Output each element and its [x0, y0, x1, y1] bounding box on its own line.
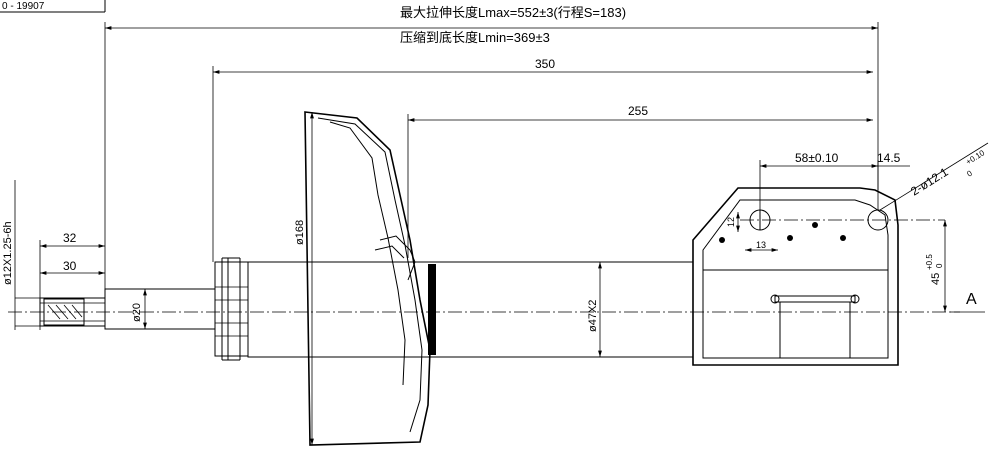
hole-tol-lower: 0 — [965, 168, 974, 178]
spring-seat: ø168 — [294, 111, 431, 446]
dim-32-label: 32 — [63, 231, 77, 245]
spring-seat-diameter-label: ø168 — [294, 220, 306, 245]
dim-30-label: 30 — [63, 259, 77, 273]
dimension-58: 58±0.10 — [759, 151, 879, 210]
view-label: A — [966, 291, 977, 308]
view-indicator: A — [950, 291, 985, 313]
title-block-text: 0 - 19907 — [2, 1, 45, 12]
dimension-30: 30 — [40, 259, 105, 275]
dimension-14-5: 14.5 — [873, 151, 910, 167]
seal-ring — [428, 264, 436, 355]
dim-58-label: 58±0.10 — [795, 151, 839, 165]
dim-255-label: 255 — [628, 104, 648, 118]
dim-13-label: 13 — [756, 240, 766, 250]
dim-12-label: 12 — [726, 217, 736, 227]
thread-label: ø12X1.25-6h — [2, 221, 14, 285]
knuckle-bracket: 12 13 — [692, 187, 945, 366]
angle-label: 45 — [930, 273, 942, 285]
body-diameter-label: ø47X2 — [587, 300, 599, 332]
lmax-label: 最大拉伸长度Lmax=552±3(行程S=183) — [400, 5, 626, 20]
dimension-angle: 45 +0.5 0 — [925, 220, 947, 312]
dimension-32: 32 — [39, 231, 105, 330]
title-block-fragment: 0 - 19907 — [0, 0, 106, 13]
dimension-350: 350 — [212, 57, 873, 262]
piston-rod: ø20 — [104, 288, 216, 330]
rivet-dots — [719, 222, 846, 243]
rod-diameter-label: ø20 — [131, 303, 143, 322]
dimension-255: 255 — [407, 104, 873, 258]
thread-end — [39, 297, 106, 327]
lmin-label: 压缩到底长度Lmin=369±3 — [400, 30, 550, 45]
dimension-lmax: 最大拉伸长度Lmax=552±3(行程S=183) 压缩到底长度Lmin=369… — [104, 5, 879, 300]
dim-14-5-label: 14.5 — [877, 151, 901, 165]
top-mount-nut — [214, 257, 249, 361]
dimension-thread: ø12X1.25-6h — [2, 180, 40, 330]
hole-callout-label: 2-ø12.1 — [908, 165, 951, 199]
angle-tol-lower: 0 — [935, 263, 944, 268]
body-tube: ø47X2 — [247, 261, 694, 358]
dim-350-label: 350 — [535, 57, 555, 71]
angle-tol-upper: +0.5 — [925, 254, 934, 270]
